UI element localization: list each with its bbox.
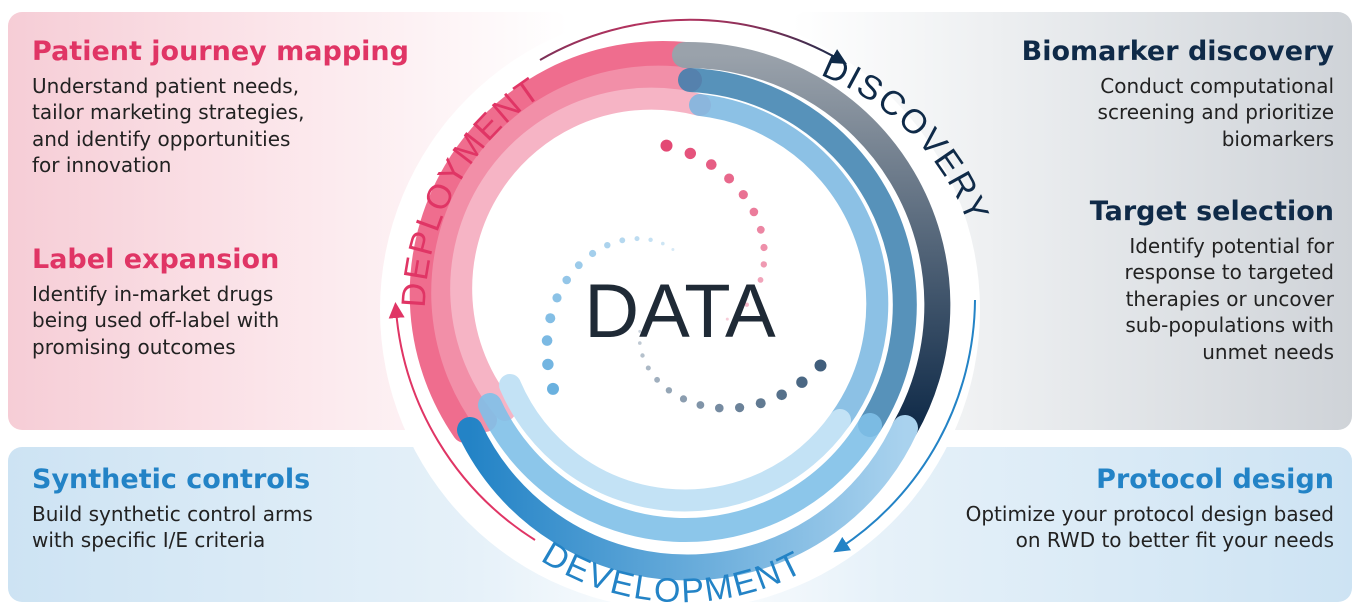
- block-title: Label expansion: [32, 244, 280, 275]
- protocol-design-block: Protocol design Optimize your protocol d…: [874, 464, 1334, 554]
- trail-dot: [574, 261, 583, 270]
- trail-dot: [661, 241, 665, 246]
- trail-dot: [638, 341, 642, 345]
- trail-dot: [760, 261, 767, 268]
- trail-dot: [760, 243, 768, 252]
- trail-dot: [715, 403, 724, 413]
- description-line: Build synthetic control arms: [32, 502, 313, 527]
- trail-dot: [796, 376, 808, 388]
- description-line: Identify in-market drugs: [32, 282, 274, 307]
- patient-journey-mapping-block: Patient journey mapping Understand patie…: [32, 36, 452, 179]
- trail-dot: [638, 329, 642, 333]
- trail-dot: [552, 293, 562, 303]
- block-description: Identify in-market drugs being used off-…: [32, 281, 452, 360]
- label-expansion-block: Label expansion Identify in-market drugs…: [32, 244, 452, 360]
- description-line: for innovation: [32, 153, 172, 178]
- block-description: Conduct computational screening and prio…: [914, 73, 1334, 152]
- trail-dot: [562, 275, 571, 285]
- block-title: Target selection: [1089, 196, 1334, 227]
- description-line: Conduct computational: [1100, 74, 1334, 99]
- block-title: Biomarker discovery: [1021, 36, 1334, 67]
- deployment-band-2: [431, 65, 702, 432]
- center-disc: [512, 132, 848, 468]
- description-line: sub-populations with: [1125, 313, 1334, 338]
- description-line: being used off-label with: [32, 308, 280, 333]
- trail-dot: [640, 353, 645, 358]
- description-line: with specific I/E criteria: [32, 528, 266, 553]
- discovery-band-1: [672, 41, 951, 441]
- trail-dot: [757, 277, 764, 283]
- trail-dot: [545, 313, 556, 324]
- description-line: Optimize your protocol design based: [965, 502, 1334, 527]
- biomarker-discovery-block: Biomarker discovery Conduct computationa…: [914, 36, 1334, 152]
- description-line: promising outcomes: [32, 334, 236, 359]
- trail-dot: [634, 236, 640, 242]
- center-label: DATA: [584, 269, 776, 354]
- development-band-3: [499, 374, 851, 512]
- trail-dot: [604, 242, 611, 249]
- trail-dot: [744, 302, 749, 307]
- arrow-deploy-to-discovery: [539, 18, 847, 64]
- trail-dot: [619, 237, 626, 244]
- trail-dot: [660, 139, 673, 152]
- trail-dot: [654, 376, 660, 383]
- trail-dot: [749, 207, 759, 217]
- trail-dot: [756, 225, 765, 234]
- trail-dot: [814, 359, 827, 372]
- arrow-discovery-to-development: [833, 299, 976, 553]
- block-description: Understand patient needs, tailor marketi…: [32, 73, 452, 179]
- trail-dot: [725, 317, 729, 321]
- trail-dot: [671, 248, 675, 251]
- trail-dot: [735, 311, 740, 316]
- trail-dot: [679, 395, 688, 403]
- trail-dot: [752, 291, 758, 296]
- discovery-band-3: [689, 94, 889, 431]
- block-description: Optimize your protocol design based on R…: [874, 501, 1334, 554]
- trail-dot: [696, 401, 705, 409]
- deployment-band-3: [450, 87, 711, 421]
- description-line: Identify potential for: [1129, 234, 1334, 259]
- development-band-1: [457, 415, 918, 581]
- trail-dot: [547, 382, 559, 395]
- block-title: Protocol design: [1096, 464, 1334, 495]
- trail-dot: [684, 147, 696, 160]
- block-title: Synthetic controls: [32, 464, 311, 495]
- trail-dot: [589, 249, 597, 258]
- trail-dot: [645, 365, 651, 371]
- description-line: Understand patient needs,: [32, 74, 300, 99]
- description-line: on RWD to better fit your needs: [1015, 528, 1334, 553]
- block-title: Patient journey mapping: [32, 36, 409, 67]
- trail-dot: [776, 389, 787, 401]
- deployment-band-1: [409, 40, 698, 443]
- synthetic-controls-block: Synthetic controls Build synthetic contr…: [32, 464, 472, 554]
- block-description: Build synthetic control arms with specif…: [32, 501, 472, 554]
- trail-dot: [706, 159, 717, 170]
- dot-trails: [541, 139, 827, 413]
- trail-dot: [542, 358, 554, 371]
- trail-dot: [724, 173, 735, 184]
- description-line: response to targeted: [1124, 260, 1334, 285]
- trail-dot: [648, 237, 653, 242]
- trail-dot: [735, 403, 745, 413]
- target-selection-block: Target selection Identify potential for …: [914, 196, 1334, 365]
- block-description: Identify potential for response to targe…: [914, 233, 1334, 365]
- description-line: and identify opportunities: [32, 126, 291, 151]
- arrow-development-to-deployment: [388, 302, 536, 541]
- trail-dot: [665, 387, 673, 394]
- description-line: unmet needs: [1202, 339, 1334, 364]
- trail-dot: [541, 335, 553, 346]
- trail-dot: [738, 190, 748, 200]
- description-line: screening and prioritize: [1097, 100, 1334, 125]
- description-line: therapies or uncover: [1125, 286, 1334, 311]
- description-line: tailor marketing strategies,: [32, 100, 305, 125]
- discovery-band-2: [678, 68, 917, 437]
- development-band-2: [478, 393, 882, 542]
- trail-dot: [755, 398, 766, 409]
- description-line: biomarkers: [1221, 126, 1334, 151]
